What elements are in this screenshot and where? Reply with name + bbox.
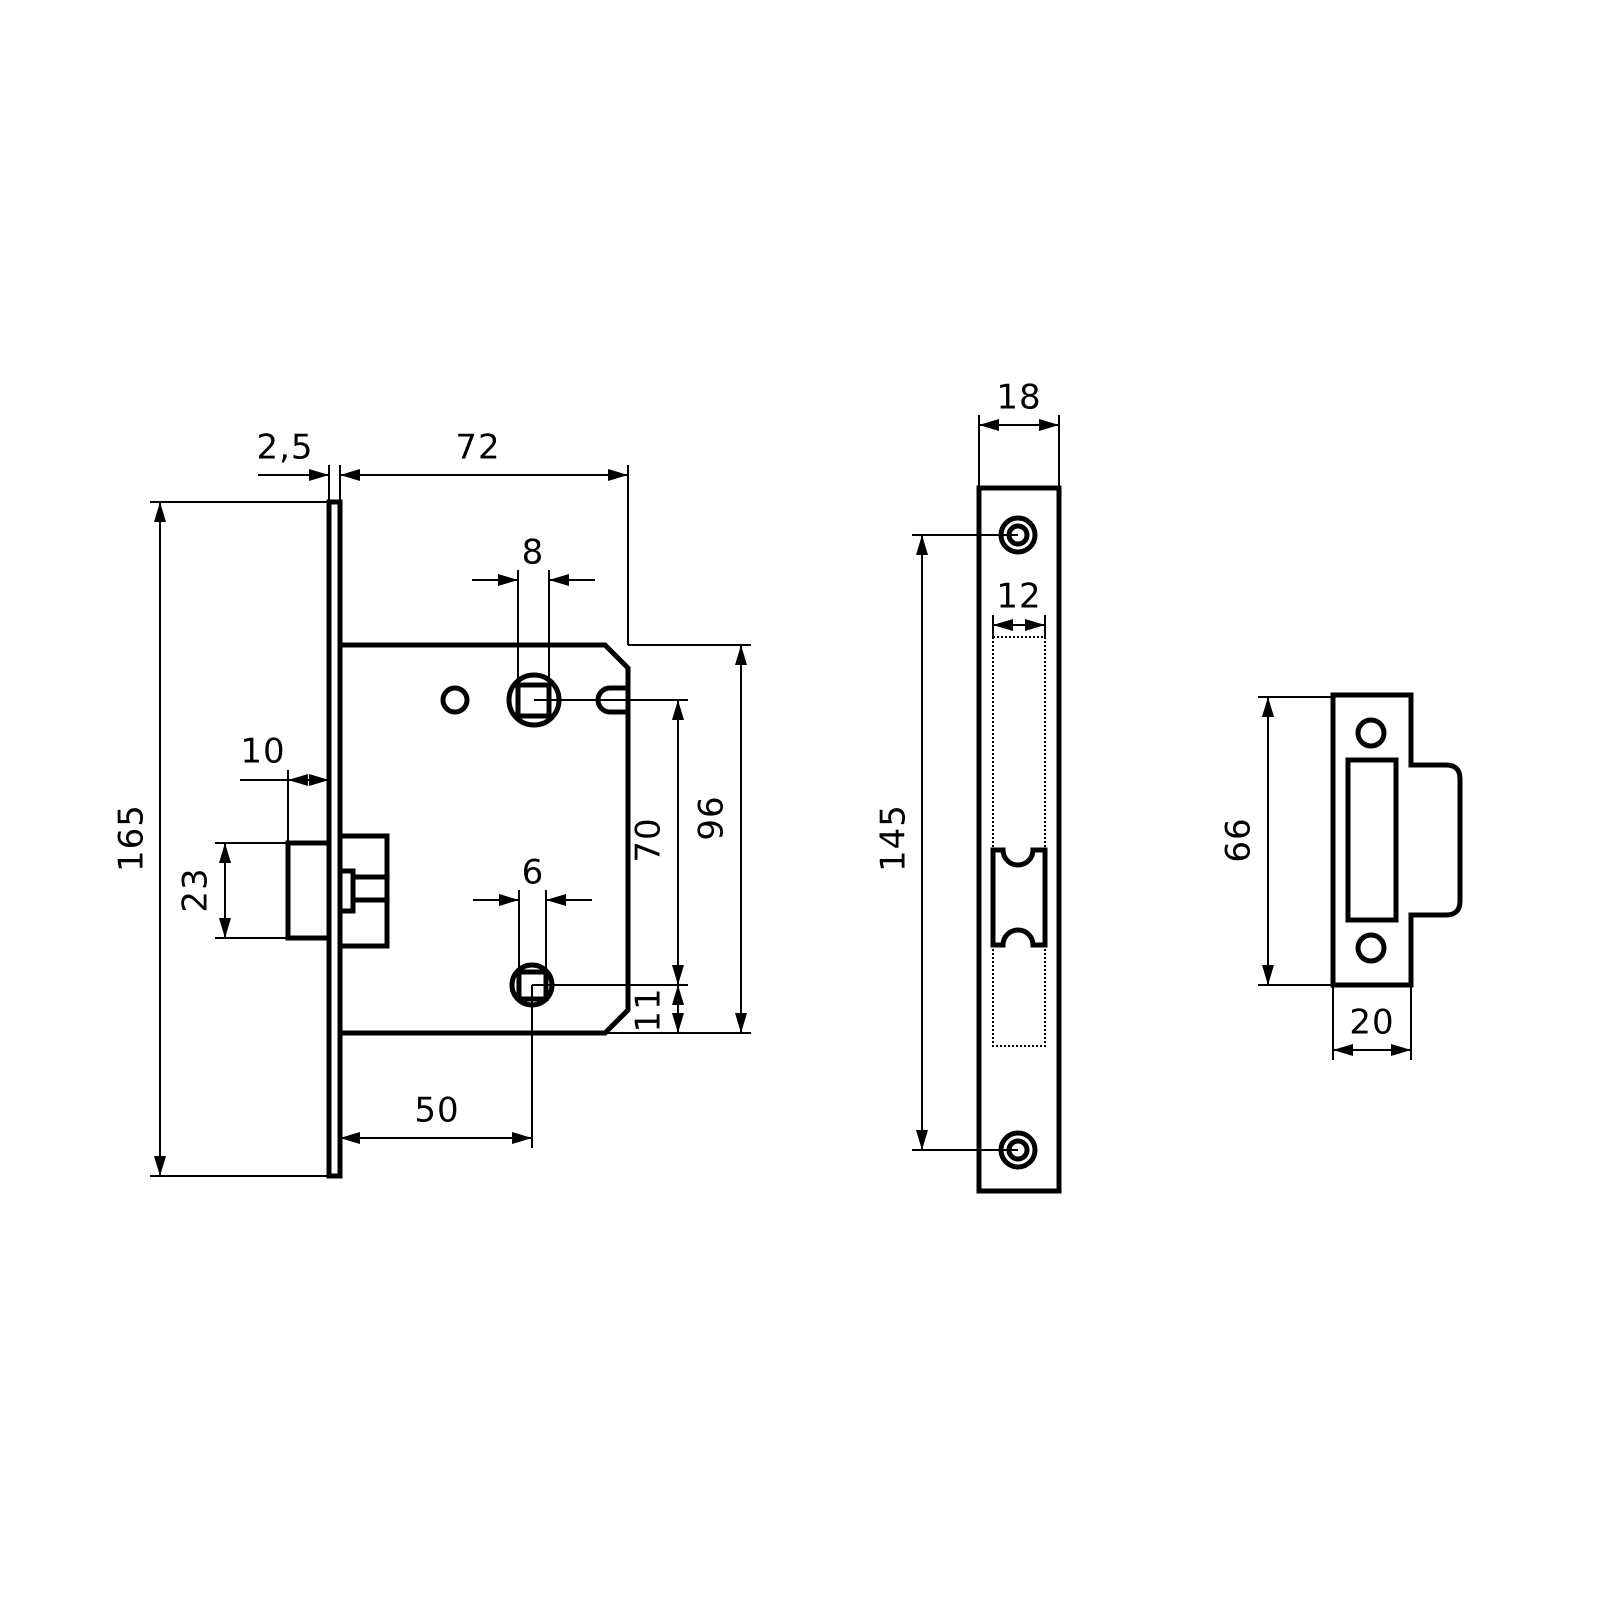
- dim-label-6: 6: [522, 853, 545, 893]
- faceplate-outline: [976, 485, 1062, 1194]
- latch-housing: [337, 833, 390, 949]
- strike-plate-view: 66 20: [1219, 692, 1463, 1060]
- strike-screw-hole-top: [1355, 717, 1387, 749]
- dim-label-23: 23: [176, 867, 216, 912]
- latch-stem: [337, 868, 356, 914]
- lock-body-view: 2,5 72 8 6 10 23 165 70 11 96 50: [112, 428, 751, 1179]
- extension-lines: [1258, 696, 1412, 1060]
- dim-label-20: 20: [1349, 1003, 1394, 1043]
- dim-label-50: 50: [414, 1091, 459, 1131]
- faceplate-view: 18 12 145: [874, 378, 1062, 1194]
- dim-label-145: 145: [874, 804, 914, 872]
- strike-opening: [1345, 757, 1399, 923]
- dim-label-18: 18: [996, 378, 1041, 418]
- dim-label-11: 11: [629, 987, 669, 1032]
- dim-label-70: 70: [629, 817, 669, 862]
- lock-case: [340, 642, 631, 1036]
- screw-hole: [440, 685, 470, 715]
- dim-label-8: 8: [522, 533, 545, 573]
- latch-opening: [990, 847, 1048, 948]
- strike-screw-hole-bottom: [1355, 932, 1387, 964]
- dim-label-96: 96: [692, 795, 732, 840]
- dim-label-2-5: 2,5: [256, 428, 313, 468]
- latch-bolt: [285, 840, 332, 941]
- dim-label-165: 165: [112, 804, 152, 872]
- dim-label-12: 12: [996, 577, 1041, 617]
- dim-label-66: 66: [1219, 817, 1259, 862]
- hidden-latch-slot: [992, 636, 1046, 1047]
- strike-plate-outline: [1330, 692, 1463, 988]
- latch-stem-lines: [353, 874, 387, 903]
- dim-label-72: 72: [455, 428, 500, 468]
- extension-lines: [912, 415, 1060, 1151]
- dim-label-10: 10: [240, 732, 285, 772]
